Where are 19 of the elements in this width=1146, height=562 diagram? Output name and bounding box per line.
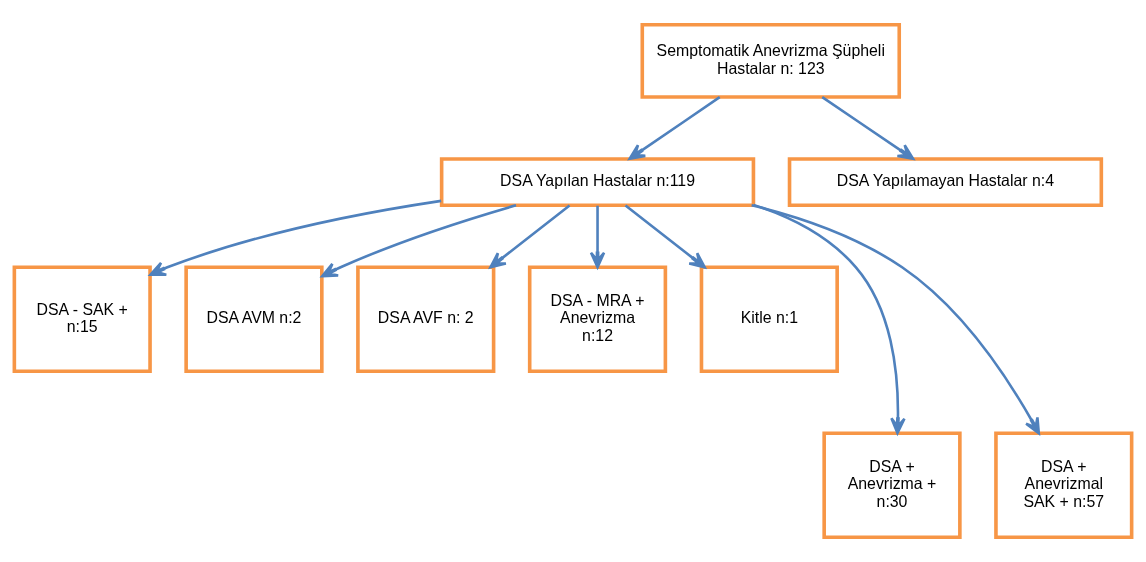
arrow <box>624 204 706 269</box>
node-box: Kitle n:1 <box>699 265 839 374</box>
node-box: DSA - SAK + n:15 <box>12 265 152 374</box>
arrow <box>753 203 906 435</box>
arrow <box>489 204 571 269</box>
node-box: DSA AVF n: 2 <box>356 265 496 374</box>
arrow <box>751 204 1041 435</box>
node-box: DSA Yapılan Hastalar n:119 <box>439 157 756 207</box>
arrow <box>321 204 517 278</box>
node-box: Semptomatik Anevrizma Şüpheli Hastalar n: 123 <box>640 22 902 99</box>
node-box: DSA + Anevrizmal SAK + n:57 <box>994 431 1134 540</box>
arrow <box>589 205 606 269</box>
arrow <box>149 199 442 276</box>
arrow <box>821 96 915 160</box>
node-box: DSA - MRA + Anevrizma n:12 <box>527 265 668 374</box>
node-box: DSA + Anevrizma + n:30 <box>822 431 962 540</box>
node-box: DSA Yapılamayan Hastalar n:4 <box>787 157 1104 207</box>
arrow <box>628 96 721 160</box>
node-box: DSA AVM n:2 <box>184 265 324 374</box>
